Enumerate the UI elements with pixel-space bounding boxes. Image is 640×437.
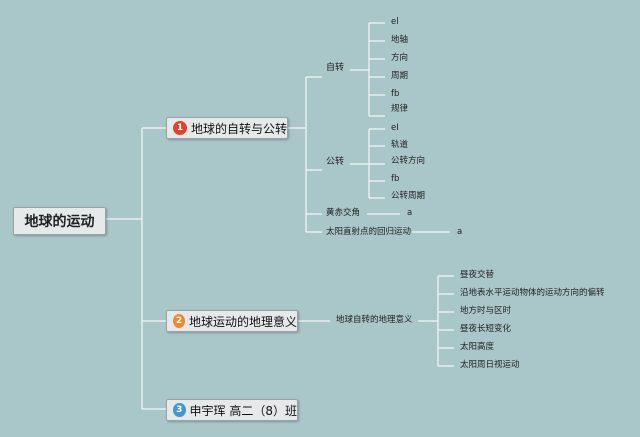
revolution-child[interactable]: 轨道 [391, 140, 409, 150]
ecliptic-child[interactable]: a [407, 208, 413, 218]
number-badge-2: 2 [173, 314, 185, 328]
geo-meaning-child[interactable]: 地方时与区时 [460, 306, 512, 316]
geo-meaning-node[interactable]: 地球自转的地理意义 [336, 315, 413, 325]
geo-meaning-child[interactable]: 昼夜长短变化 [460, 324, 512, 334]
revolution-child[interactable]: 公转方向 [391, 156, 426, 166]
geo-meaning-child[interactable]: 沿地表水平运动物体的运动方向的偏转 [460, 288, 605, 298]
branch-geo-meaning[interactable]: 2 地球运动的地理意义 [166, 310, 298, 332]
revolution-node[interactable]: 公转 [326, 157, 345, 167]
branch-label: 地球的自转与公转 [190, 121, 287, 136]
geo-meaning-child[interactable]: 太阳周日视运动 [460, 360, 520, 370]
branch-label: 申宇珲 高二（8）班 [189, 403, 297, 418]
geo-meaning-child[interactable]: 太阳高度 [460, 342, 495, 352]
root-label: 地球的运动 [24, 214, 95, 230]
branch-rotation-revolution[interactable]: 1 地球的自转与公转 [166, 117, 288, 139]
root-node[interactable]: 地球的运动 [13, 207, 106, 235]
rotation-child[interactable]: 规律 [391, 104, 409, 114]
direct-point-node[interactable]: 太阳直射点的回归运动 [326, 227, 412, 237]
rotation-child[interactable]: 地轴 [391, 35, 409, 45]
rotation-child[interactable]: 方向 [391, 53, 409, 63]
branch-label: 地球运动的地理意义 [188, 314, 297, 329]
rotation-child[interactable]: 周期 [391, 71, 409, 81]
rotation-node[interactable]: 自转 [326, 63, 345, 73]
number-badge-3: 3 [173, 403, 186, 417]
ecliptic-node[interactable]: 黄赤交角 [326, 208, 361, 218]
direct-point-child[interactable]: a [457, 227, 463, 237]
revolution-child[interactable]: eI [391, 123, 399, 133]
revolution-child[interactable]: 公转周期 [391, 191, 426, 201]
branch-author[interactable]: 3 申宇珲 高二（8）班 [166, 399, 298, 421]
geo-meaning-child[interactable]: 昼夜交替 [460, 270, 495, 280]
number-badge-1: 1 [173, 121, 187, 135]
revolution-child[interactable]: fb [391, 174, 400, 184]
rotation-child[interactable]: fb [391, 89, 400, 99]
rotation-child[interactable]: el [391, 17, 399, 27]
